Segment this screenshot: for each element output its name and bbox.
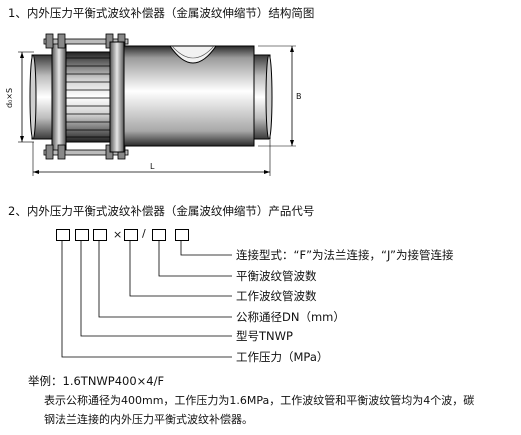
section2-heading: 2、内外压力平衡式波纹补偿器（金属波纹伸缩节）产品代号 — [8, 204, 315, 218]
dimension-b-label: B — [296, 92, 302, 101]
dimension-d0-s-label: d₀×S — [5, 87, 14, 108]
code-leader-lines — [61, 239, 232, 358]
left-flange — [51, 41, 67, 153]
code-times-symbol: × — [113, 228, 123, 241]
callout-connection-type: 连接型式：“F”为法兰连接，“J”为接管连接 — [236, 248, 454, 262]
dimension-b — [258, 45, 296, 147]
code-box-model — [75, 229, 89, 241]
example-description-line2: 钢法兰连接的内外压力平衡式波纹补偿器。 — [44, 413, 253, 426]
example-description-line1: 表示公称通径为400mm，工作压力为1.6MPa，工作波纹管和平衡波纹管均为4个… — [44, 394, 475, 407]
tie-rod-top — [43, 33, 129, 49]
code-box-connection — [175, 229, 189, 241]
dimension-l — [32, 140, 271, 176]
code-box-pressure — [56, 229, 70, 241]
middle-flange — [109, 41, 125, 153]
callout-working-pressure: 工作压力（MPa） — [236, 350, 329, 364]
example-title: 举例：1.6TNWP400×4/F — [28, 374, 165, 388]
code-box-balance-waves — [152, 229, 166, 241]
section1-heading: 1、内外压力平衡式波纹补偿器（金属波纹伸缩节）结构简图 — [8, 6, 315, 20]
code-slash-symbol: / — [142, 227, 146, 240]
balance-chamber-body — [123, 45, 255, 147]
callout-model: 型号TNWP — [236, 329, 293, 343]
code-box-dn — [93, 229, 107, 241]
dimension-l-label: L — [150, 162, 155, 171]
callout-balance-bellows-waves: 平衡波纹管波数 — [236, 269, 317, 283]
callout-working-bellows-waves: 工作波纹管波数 — [236, 289, 317, 303]
callout-nominal-diameter: 公称通径DN（mm） — [236, 310, 345, 324]
dimension-d0-s — [18, 51, 34, 143]
working-bellows — [65, 51, 113, 143]
code-box-working-waves — [124, 229, 138, 241]
